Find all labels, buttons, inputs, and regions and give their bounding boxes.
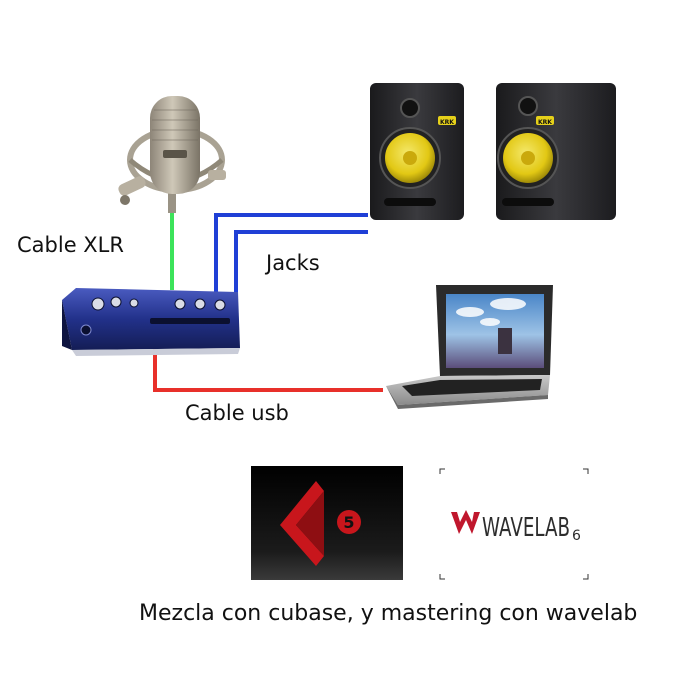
caption-text: Mezcla con cubase, y mastering con wavel… (139, 601, 638, 626)
label-cable-usb: Cable usb (185, 401, 289, 425)
cables (153, 210, 383, 392)
audio-interface-icon (62, 288, 240, 356)
label-cable-xlr: Cable XLR (17, 233, 124, 257)
monitor-badge-text: KRK (440, 119, 454, 126)
condenser-microphone-icon (118, 96, 226, 213)
laptop-icon (386, 285, 553, 409)
jack-cable-lower (234, 230, 368, 292)
label-jacks: Jacks (266, 251, 320, 275)
wavelab-name-text: WAVELAB (482, 513, 570, 543)
usb-cable (153, 347, 383, 392)
monitor-badge-text: KRK (538, 119, 552, 126)
wavelab-logo: WAVELAB 6 (439, 468, 589, 580)
cubase-version-text: 5 (343, 513, 354, 532)
studio-monitor-icon: KRK KRK (370, 83, 616, 220)
wavelab-version-text: 6 (572, 528, 581, 544)
cubase-logo: 5 (251, 466, 403, 580)
jack-cable-upper (214, 213, 368, 292)
